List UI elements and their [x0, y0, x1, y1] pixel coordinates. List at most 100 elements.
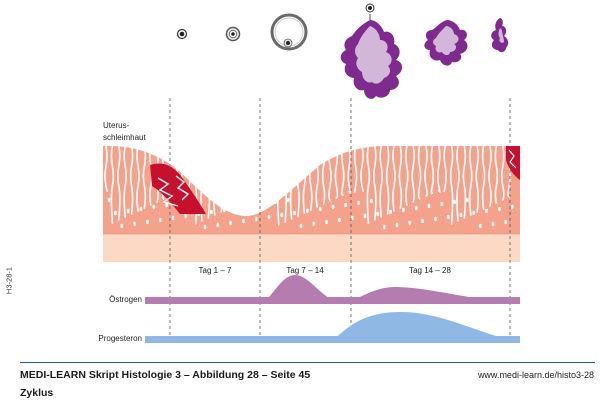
- gland: [264, 146, 268, 194]
- menstrual-bleeding-right: [506, 146, 520, 180]
- gland-lumen: [427, 203, 431, 209]
- primary-follicle-icon: [176, 28, 188, 40]
- footer-title: MEDI-LEARN Skript Histologie 3 – Abbildu…: [20, 369, 311, 381]
- gland-lumen: [376, 211, 380, 217]
- gland-lumen: [293, 210, 296, 216]
- gland: [456, 146, 460, 222]
- gland-lumen: [491, 221, 495, 227]
- gland: [379, 146, 383, 218]
- gland: [238, 146, 243, 204]
- gland: [488, 146, 492, 207]
- progesterone-curve: [145, 312, 520, 343]
- phase-dividers: [169, 98, 511, 342]
- gland: [481, 146, 486, 210]
- ovulation-oocyte-icon: [365, 3, 375, 20]
- gland-lumen: [306, 208, 309, 214]
- gland-lumen: [414, 205, 418, 211]
- gland: [462, 146, 467, 219]
- gland: [424, 146, 428, 197]
- gland-lumen: [184, 213, 188, 219]
- estrogen-label: Östrogen: [109, 295, 142, 304]
- gland-lumen: [408, 220, 412, 226]
- gland: [251, 146, 255, 198]
- gland-lumen: [402, 207, 405, 213]
- gland: [411, 146, 415, 203]
- gland-lumen: [466, 197, 469, 203]
- gland: [443, 146, 447, 193]
- gland-lumen: [382, 224, 386, 230]
- gland-lumen: [107, 197, 111, 203]
- gland-lumen: [338, 217, 341, 223]
- gland-lumen: [325, 219, 328, 225]
- corpus-albicans-icon: [491, 18, 509, 53]
- basal-layer: [103, 234, 520, 262]
- gland-lumen: [274, 199, 277, 205]
- phase-labels: Tag 1 – 7 Tag 7 – 14 Tag 14 – 28: [199, 266, 452, 275]
- estrogen-curve: [145, 275, 520, 304]
- gland: [360, 146, 364, 192]
- gland-lumen: [485, 208, 488, 214]
- gland-lumen: [261, 201, 264, 207]
- gland-lumen: [370, 198, 373, 204]
- menstrual-cycle-diagram: Uterus- schleimhaut Tag 1 – 7 Tag 7 – 14…: [98, 3, 520, 343]
- gland: [449, 146, 454, 225]
- uterus-label-line2: schleimhaut: [103, 133, 146, 142]
- gland-lumen: [312, 221, 316, 227]
- gland: [430, 146, 435, 195]
- gland-lumen: [286, 197, 290, 203]
- gland: [392, 146, 396, 212]
- phase-label-2: Tag 7 – 14: [286, 266, 324, 275]
- gland: [225, 146, 230, 210]
- endometrium: [103, 146, 520, 262]
- footer-divider: [20, 362, 595, 363]
- gland-lumen: [120, 223, 124, 229]
- corpus-luteum-icon: [340, 20, 402, 99]
- gland: [219, 146, 223, 213]
- gland-lumen: [472, 210, 476, 216]
- gland: [437, 146, 441, 194]
- footer-subtitle: Zyklus: [20, 387, 54, 399]
- regressing-corpus-luteum-icon: [424, 20, 468, 66]
- footer-url[interactable]: www.medi-learn.de/histo3-28: [477, 370, 594, 380]
- gland: [405, 146, 409, 206]
- gland-lumen: [363, 213, 367, 219]
- gland-lumen: [210, 209, 213, 215]
- gland-lumen: [242, 218, 245, 224]
- gland-lumen: [453, 199, 456, 205]
- gland-lumen: [248, 203, 252, 209]
- gland-lumen: [299, 223, 303, 229]
- progesterone-label: Progesteron: [98, 334, 142, 343]
- gland-lumen: [357, 200, 360, 206]
- gland: [475, 146, 479, 213]
- gland: [142, 146, 147, 209]
- gland: [469, 146, 473, 216]
- gland-lumen: [158, 217, 162, 223]
- gland: [366, 146, 371, 224]
- gland: [341, 146, 345, 196]
- gland-lumen: [114, 210, 117, 216]
- gland-lumen: [280, 212, 284, 218]
- gland-lumen: [421, 218, 424, 224]
- gland-lumen: [331, 204, 335, 210]
- gland: [232, 146, 236, 207]
- gland: [136, 146, 140, 212]
- gland-lumen: [344, 202, 348, 208]
- gland: [110, 146, 115, 224]
- gland-lumen: [389, 209, 392, 215]
- gland-lumen: [126, 208, 130, 214]
- gland-lumen: [434, 216, 437, 222]
- gland: [104, 146, 108, 192]
- gland-lumen: [165, 202, 169, 208]
- gland: [398, 146, 403, 209]
- uterus-label-line1: Uterus-: [103, 121, 130, 130]
- gland-lumen: [395, 222, 399, 228]
- gland-lumen: [133, 221, 137, 227]
- gland: [417, 146, 422, 200]
- gland: [245, 146, 249, 201]
- secondary-follicle-icon: [225, 26, 241, 42]
- gland-lumen: [216, 222, 220, 228]
- gland-lumen: [478, 223, 482, 229]
- gland: [270, 146, 275, 193]
- gland: [117, 146, 121, 221]
- graafian-follicle-icon: [270, 13, 308, 51]
